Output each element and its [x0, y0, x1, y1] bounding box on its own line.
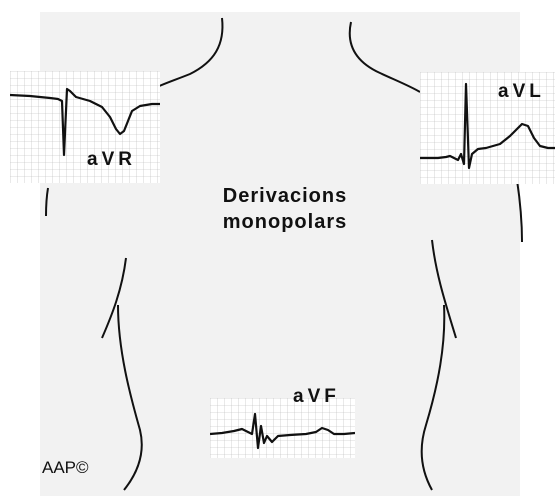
avf-ecg-strip [210, 398, 355, 458]
avr-label: aVR [87, 150, 136, 169]
copyright-notice: AAP© [42, 458, 89, 478]
avr-ecg-strip [10, 71, 160, 183]
title-line-1: Derivacions [185, 183, 385, 209]
ecg-grid [210, 398, 355, 458]
avf-label: aVF [293, 387, 340, 406]
ecg-grid [10, 71, 160, 183]
diagram-title: Derivacions monopolars [185, 183, 385, 235]
title-line-2: monopolars [185, 209, 385, 235]
avl-label: aVL [498, 82, 545, 101]
